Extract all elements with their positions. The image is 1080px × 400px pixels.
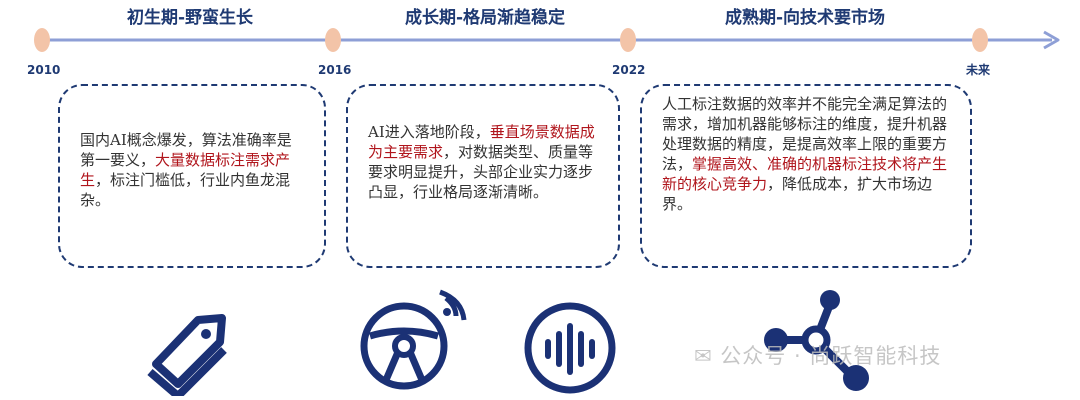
wechat-icon: ✉: [694, 344, 713, 368]
phase-card-growth: AI进入落地阶段，垂直场景数据成为主要需求，对数据类型、质量等要求明显提升，头部…: [346, 84, 620, 268]
card-text-growth: AI进入落地阶段，垂直场景数据成为主要需求，对数据类型、质量等要求明显提升，头部…: [368, 122, 600, 202]
card-text-maturity: 人工标注数据的效率并不能完全满足算法的需求，增加机器能够标注的维度，提升机器处理…: [662, 94, 954, 214]
watermark-text: 公众号 · 尚跃智能科技: [720, 344, 942, 368]
card-text-segment: ，对数据类型、质量等要求明显提升，头部企业实力逐步凸显，行业格局逐渐清晰。: [368, 143, 594, 201]
timeline-node-2010: [34, 28, 50, 52]
card-text-segment: ，降低成本，扩大市场边界。: [662, 175, 933, 213]
card-text-segment: 人工标注数据的效率并不能完全满足算法的需求，增加机器能够标注的维度，提升机器处理…: [662, 95, 948, 173]
card-text-segment: ，标注门槛低，行业内鱼龙混杂。: [80, 171, 291, 209]
timeline-node-2016: [325, 28, 341, 52]
phase-title-infancy: 初生期-野蛮生长: [126, 8, 254, 28]
card-text-highlight: 垂直场景数据成为主要需求: [368, 123, 595, 161]
card-text-highlight: 大量数据标注需求产生: [80, 151, 291, 189]
year-label-2010: 2010: [27, 63, 61, 77]
steering-wheel-icon: [360, 289, 467, 390]
year-label-2016: 2016: [318, 63, 352, 77]
card-text-segment: 国内AI概念爆发，算法准确率是第一要义，: [80, 131, 292, 169]
year-label-future: 未来: [966, 63, 991, 77]
molecule-network-icon: [764, 290, 869, 391]
tag-icon: [147, 314, 227, 396]
phase-title-growth: 成长期-格局渐趋稳定: [404, 8, 566, 28]
year-label-2022: 2022: [612, 63, 646, 77]
watermark: ✉ 公众号 · 尚跃智能科技: [694, 336, 941, 376]
card-text-infancy: 国内AI概念爆发，算法准确率是第一要义，大量数据标注需求产生，标注门槛低，行业内…: [80, 130, 306, 210]
timeline-node-2022: [620, 28, 636, 52]
timeline: [34, 28, 1060, 52]
card-text-highlight: 掌握高效、准确的机器标注技术将产生新的核心竞争力: [662, 155, 948, 193]
timeline-node-future: [972, 28, 988, 52]
timeline-arrow-head: [1043, 30, 1060, 50]
voice-wave-icon: [524, 302, 616, 394]
card-text-segment: AI进入落地阶段，: [368, 123, 490, 141]
phase-card-maturity: 人工标注数据的效率并不能完全满足算法的需求，增加机器能够标注的维度，提升机器处理…: [640, 84, 972, 268]
phase-title-maturity: 成熟期-向技术要市场: [724, 8, 886, 28]
phase-card-infancy: 国内AI概念爆发，算法准确率是第一要义，大量数据标注需求产生，标注门槛低，行业内…: [58, 84, 326, 268]
